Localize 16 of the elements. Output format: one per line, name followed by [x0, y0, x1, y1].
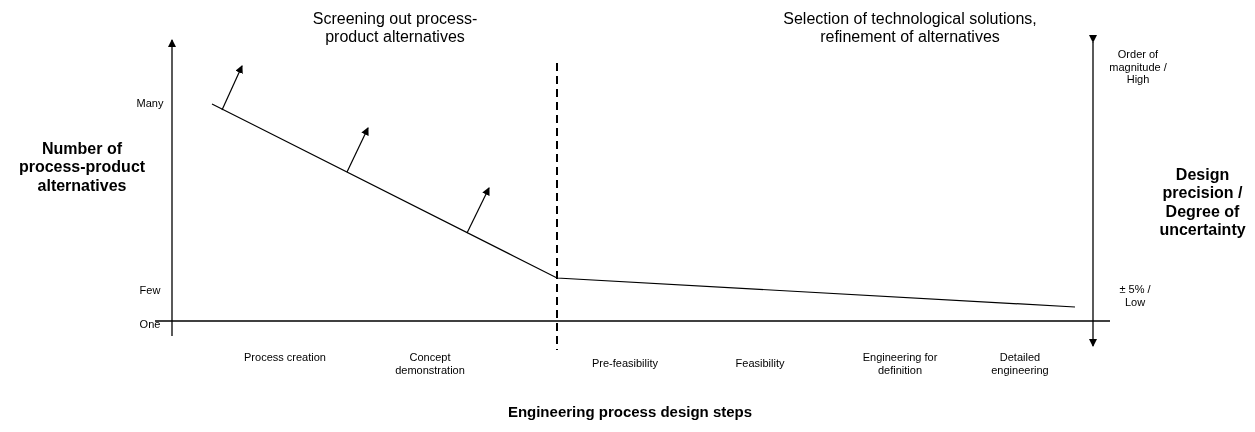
tick-label: Many — [135, 97, 165, 110]
step-label: Engineering for definition — [861, 351, 939, 377]
axis-title: Engineering process design steps — [506, 403, 754, 421]
step-label: Pre-feasibility — [591, 357, 659, 370]
step-label: Feasibility — [734, 357, 786, 370]
step-label: Concept demonstration — [394, 351, 466, 377]
tick-label: Few — [138, 284, 162, 297]
step-label: Process creation — [243, 351, 327, 364]
axis-title: Design precision / Degree of uncertainty — [1158, 166, 1247, 240]
tick-label: Order of magnitude / High — [1108, 48, 1168, 86]
tick-label: One — [138, 318, 162, 331]
axis-title: Number of process-product alternatives — [17, 140, 147, 196]
phase-heading: Selection of technological solutions, refinement of alternatives — [782, 10, 1038, 47]
tick-label: ± 5% / Low — [1118, 283, 1152, 309]
step-label: Detailed engineering — [990, 351, 1050, 377]
phase-heading: Screening out process-product alternatives — [311, 10, 479, 47]
